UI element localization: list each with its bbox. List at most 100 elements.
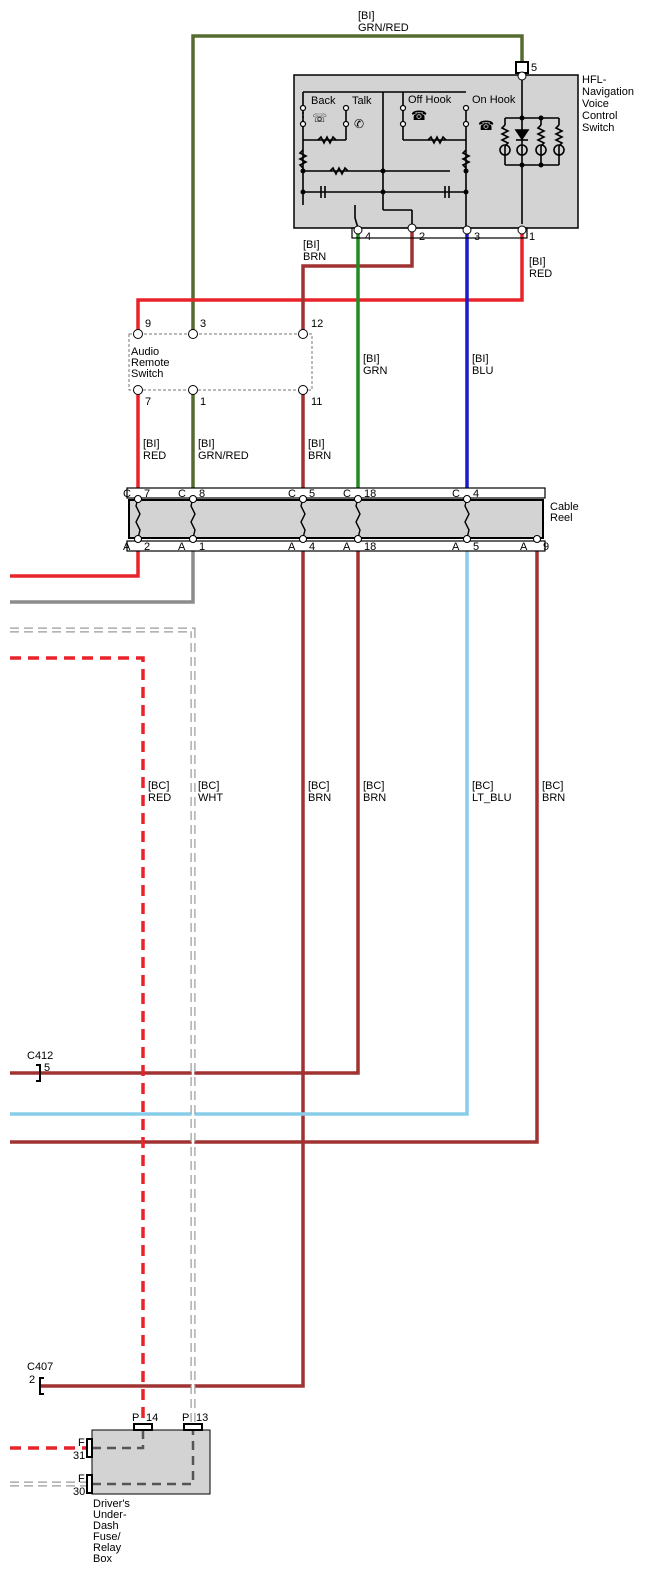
svg-text:Relay: Relay [93, 1542, 122, 1554]
cable-reel-title: Cable Reel [550, 501, 579, 524]
talk-button-icon: ✆ [354, 117, 364, 131]
svg-text:Box: Box [93, 1553, 112, 1565]
hfl-pin1-label: 1 [529, 231, 535, 243]
svg-text:BRN: BRN [542, 792, 565, 804]
svg-text:RED: RED [148, 792, 171, 804]
fuse-p13-label: 13 [196, 1412, 208, 1424]
off-hook-icon: ☎ [411, 108, 427, 123]
svg-text:C407: C407 [27, 1361, 53, 1373]
hfl-pin3-label: 3 [474, 231, 480, 243]
svg-text:Remote: Remote [131, 357, 170, 369]
reel-c-prefix: C [123, 488, 131, 500]
fuse-p-prefix: P [182, 1412, 189, 1424]
ars-pin3-label: 3 [200, 318, 206, 330]
svg-text:[BC]: [BC] [148, 780, 169, 792]
wire-red-bc-dashed [10, 656, 145, 1426]
wire-brn-a4 [40, 547, 305, 1388]
ars-pin11-label: 11 [311, 396, 322, 408]
wire-label-hfl-blu: [BI]BLU [472, 353, 493, 377]
svg-text:[BI]: [BI] [143, 438, 160, 450]
svg-text:Voice: Voice [582, 98, 609, 110]
hfl-pin4-label: 4 [365, 231, 371, 243]
fuse-f31-label: 31 [73, 1450, 85, 1462]
svg-text:Driver's: Driver's [93, 1498, 130, 1510]
reel-c18-label: 18 [364, 488, 376, 500]
svg-text:Switch: Switch [582, 122, 614, 134]
talk-button-label: Talk [352, 95, 372, 107]
reel-c7-label: 7 [144, 488, 150, 500]
reel-a18-label: 18 [364, 541, 376, 553]
wire-wht-bc [10, 627, 196, 1487]
fuse-box-title: Driver's Under- Dash Fuse/ Relay Box [93, 1498, 130, 1565]
svg-text:[BC]: [BC] [363, 780, 384, 792]
wire-labels: [BI]GRN/RED [BI]BRN [BI]RED [BI]GRN [BI]… [143, 10, 565, 804]
svg-text:[BI]: [BI] [198, 438, 215, 450]
svg-text:Cable: Cable [550, 501, 579, 513]
wire-label-bc-wht: [BC]WHT [198, 780, 223, 804]
ars-pin7-label: 7 [145, 396, 151, 408]
wire-label-bc-brn3: [BC]BRN [542, 780, 565, 804]
fuse-f-prefix: F [78, 1437, 85, 1449]
wire-grn-red-top [191, 34, 524, 334]
wire-label-hfl-brn: [BI]BRN [303, 239, 326, 263]
reel-a4-label: 4 [309, 541, 315, 553]
reel-a-prefix: A [123, 541, 131, 553]
reel-c-prefix: C [343, 488, 351, 500]
hfl-pin2-label: 2 [419, 231, 425, 243]
svg-text:Reel: Reel [550, 512, 573, 524]
hfl-pin5-label: 5 [531, 62, 537, 74]
reel-a-prefix: A [343, 541, 351, 553]
reel-a-prefix: A [288, 541, 296, 553]
ars-pin12-label: 12 [311, 318, 323, 330]
svg-text:[BC]: [BC] [198, 780, 219, 792]
wire-brn-a9 [10, 540, 539, 1144]
svg-text:Under-: Under- [93, 1509, 127, 1521]
wire-red-a2 [10, 547, 140, 578]
svg-text:[BI]: [BI] [529, 256, 546, 268]
ars-pin9-label: 9 [145, 318, 151, 330]
back-button-icon: ☏ [312, 111, 327, 125]
wire-label-ars-brn: [BI]BRN [308, 438, 331, 462]
reel-a-prefix: A [452, 541, 460, 553]
svg-text:GRN: GRN [363, 365, 388, 377]
wire-label-ars-red: [BI]RED [143, 438, 166, 462]
hfl-pin-header [351, 227, 528, 239]
reel-a9-label: 9 [543, 541, 549, 553]
svg-text:[BI]: [BI] [308, 438, 325, 450]
svg-text:Audio: Audio [131, 346, 159, 358]
svg-text:[BC]: [BC] [542, 780, 563, 792]
reel-a-prefix: A [520, 541, 528, 553]
cable-reel: C 7 C 8 C 5 C 18 C 4 A 2 A 1 A 4 A 18 A … [123, 487, 579, 553]
svg-text:BRN: BRN [308, 792, 331, 804]
svg-text:HFL-: HFL- [582, 74, 607, 86]
wire-gray-a1 [10, 547, 195, 604]
wire-label-bc-red: [BC]RED [148, 780, 171, 804]
reel-c5-label: 5 [309, 488, 315, 500]
wire-label-bc-brn1: [BC]BRN [308, 780, 331, 804]
svg-text:RED: RED [143, 450, 166, 462]
off-hook-button-label: Off Hook [408, 94, 452, 106]
svg-text:RED: RED [529, 268, 552, 280]
wire-red-hfl [136, 232, 524, 334]
fuse-p14-label: 14 [146, 1412, 158, 1424]
wires [10, 34, 539, 1450]
svg-text:BRN: BRN [308, 450, 331, 462]
svg-text:Dash: Dash [93, 1520, 119, 1532]
svg-text:[BI]: [BI] [303, 239, 320, 251]
ars-pin1-label: 1 [200, 396, 206, 408]
svg-text:5: 5 [44, 1062, 50, 1074]
fuse-p-prefix: P [132, 1412, 139, 1424]
fuse-f-prefix: F [78, 1473, 85, 1485]
wire-label-hfl-red: [BI]RED [529, 256, 552, 280]
svg-text:[BI]: [BI] [472, 353, 489, 365]
svg-text:[BI]: [BI] [363, 353, 380, 365]
svg-text:Navigation: Navigation [582, 86, 634, 98]
svg-text:C412: C412 [27, 1050, 53, 1062]
hfl-pin5-connector [515, 61, 529, 74]
reel-c4-label: 4 [473, 488, 479, 500]
svg-text:Control: Control [582, 110, 617, 122]
wire-label-top-grn-red: [BI]GRN/RED [358, 10, 409, 34]
svg-text:[BC]: [BC] [472, 780, 493, 792]
svg-text:WHT: WHT [198, 792, 223, 804]
svg-text:Switch: Switch [131, 368, 163, 380]
